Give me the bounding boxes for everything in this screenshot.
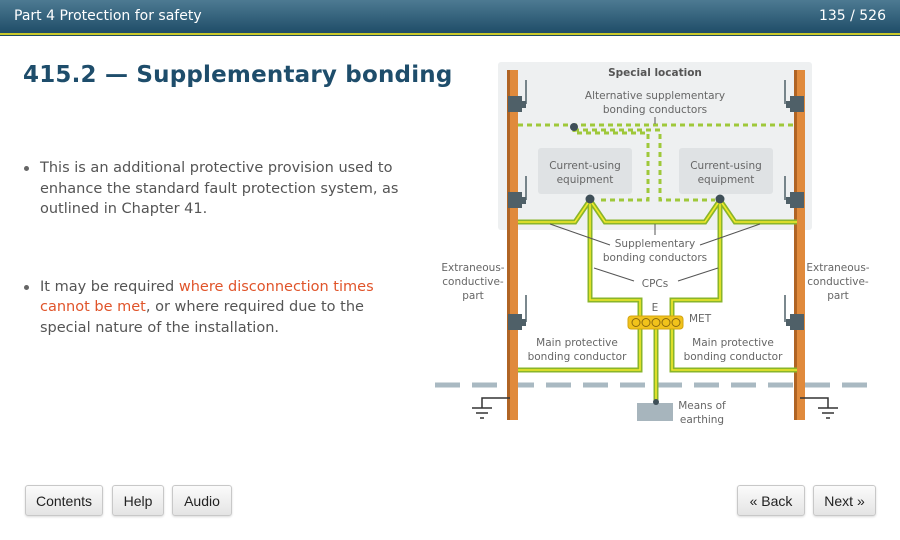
bullet-text: This is an additional protective provisi… [40,160,399,217]
earth-symbol-left [472,397,510,419]
earth-electrode [637,403,673,421]
connection-dot-right [715,194,725,204]
label-cpcs: CPCs [642,278,668,290]
clamp-icons [508,80,804,330]
back-button[interactable]: « Back [737,485,805,516]
earth-symbol-right [800,397,838,419]
earth-connection-dot [653,399,659,405]
label-equipment-right-1: Current-using [690,160,762,172]
label-alt-supp-1: Alternative supplementary [585,90,725,102]
header-divider [0,33,900,36]
pipe-right [794,70,805,420]
equipment-box-right [679,148,773,194]
label-earthing-1: Means of [678,400,726,412]
audio-button[interactable]: Audio [172,485,232,516]
bullet-list: This is an additional protective provisi… [22,158,417,338]
label-earthing-2: earthing [680,414,724,426]
header-bar: Part 4 Protection for safety 135 / 526 [0,0,900,33]
label-equipment-right-2: equipment [698,174,755,186]
label-main-left-1: Main protective [536,337,618,349]
label-ecp-right-3: part [827,290,849,302]
page-indicator: 135 / 526 [818,8,886,24]
contents-button[interactable]: Contents [25,485,103,516]
label-ecp-right-2: conductive- [807,276,869,288]
label-alt-supp-2: bonding conductors [603,104,707,116]
bullet-item: It may be required where disconnection t… [22,277,417,339]
leader-lines [549,117,761,282]
next-button[interactable]: Next » [813,485,876,516]
label-main-right-2: bonding conductor [684,351,783,363]
label-main-right-1: Main protective [692,337,774,349]
bullet-item: This is an additional protective provisi… [22,158,417,220]
page-title: 415.2 — Supplementary bonding [23,62,453,88]
label-met: MET [689,313,712,325]
bullet-text-end: , or where required due to the special n… [40,299,364,336]
highlighted-text: where disconnection times cannot be met [40,278,374,316]
label-ecp-left-3: part [462,290,484,302]
pipe-left [507,70,518,420]
label-main-left-2: bonding conductor [528,351,627,363]
label-supplementary-1: Supplementary [615,238,695,250]
label-ecp-right-1: Extraneous- [806,262,869,274]
bullet-text-start: It may be required [40,278,179,295]
label-equipment-left-1: Current-using [549,160,621,172]
label-ecp-left-1: Extraneous- [441,262,504,274]
label-supplementary-2: bonding conductors [603,252,707,264]
junction-dot [570,123,578,131]
protective-conductors [518,198,797,402]
special-location-area [498,62,812,230]
connection-dot-left [585,194,595,204]
label-special-location: Special location [608,67,702,79]
bonding-diagram: Special location Alternative supplementa… [435,62,878,426]
help-button[interactable]: Help [112,485,164,516]
met-terminal-bar [627,315,684,330]
label-ecp-left-2: conductive- [442,276,504,288]
label-e: E [652,302,659,314]
section-title: Part 4 Protection for safety [14,8,202,24]
label-equipment-left-2: equipment [557,174,614,186]
equipment-box-left [538,148,632,194]
